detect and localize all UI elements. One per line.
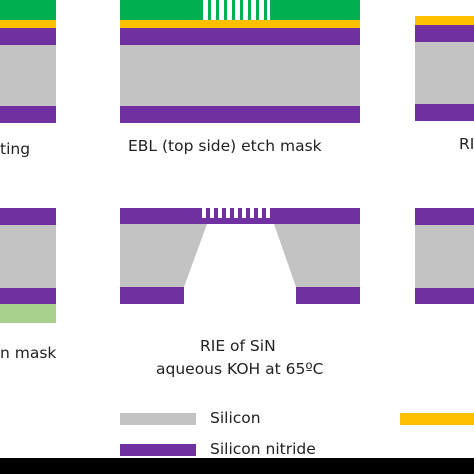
- silicon-right-sidewall: [274, 224, 360, 287]
- grating-line: [224, 0, 227, 20]
- caption-top-left: ting: [0, 140, 31, 158]
- gold-layer: [120, 20, 360, 28]
- grating-line: [206, 208, 210, 218]
- nitride-bottom-left: [120, 287, 184, 304]
- silicon-left-sidewall: [120, 224, 207, 287]
- step-middle-left: [0, 208, 56, 323]
- grating-line: [216, 0, 219, 20]
- grating-line: [240, 0, 243, 20]
- grating-line: [232, 0, 235, 20]
- grating-line: [262, 208, 266, 218]
- nitride-membrane-right: [270, 208, 360, 224]
- nitride-top-layer: [120, 28, 360, 45]
- nitride-top-layer: [0, 28, 56, 45]
- grating-line: [222, 208, 226, 218]
- gold-layer: [415, 16, 474, 25]
- nitride-bottom-layer: [0, 288, 56, 304]
- nitride-bottom-layer: [0, 106, 56, 123]
- legend-swatch-silicon: [120, 413, 196, 425]
- grating-line: [238, 208, 242, 218]
- green-resist-layer: [0, 0, 56, 20]
- caption-ebl-etch-mask: EBL (top side) etch mask: [128, 137, 322, 155]
- silicon-substrate: [0, 45, 56, 106]
- nitride-top-layer: [415, 208, 474, 225]
- nitride-grating: [206, 208, 266, 218]
- grating-line: [246, 208, 250, 218]
- legend: [120, 413, 474, 456]
- step-top-right: [415, 16, 474, 121]
- green-resist-right: [270, 0, 360, 20]
- legend-swatch-gold: [400, 413, 474, 425]
- nitride-bottom-right: [296, 287, 360, 304]
- green-resist-left: [120, 0, 200, 20]
- caption-rie-of-sin: RIE of SiN: [200, 337, 276, 355]
- gold-layer: [0, 20, 56, 28]
- silicon-substrate: [415, 225, 474, 288]
- bottom-band: [0, 458, 474, 474]
- grating-line: [200, 0, 203, 20]
- grating-line: [248, 0, 251, 20]
- nitride-membrane-thin: [202, 218, 270, 224]
- nitride-membrane-left: [120, 208, 202, 224]
- grating-line: [208, 0, 211, 20]
- nitride-top-layer: [0, 208, 56, 225]
- resist-grating: [200, 0, 267, 20]
- legend-label-silicon: Silicon: [210, 409, 261, 427]
- step-rie-koh: [120, 208, 360, 304]
- step-ebl-etch-mask: [120, 0, 360, 123]
- step-middle-right: [415, 208, 474, 304]
- caption-aqueous-koh: aqueous KOH at 65ºC: [156, 360, 324, 378]
- grating-line: [256, 0, 259, 20]
- silicon-substrate: [120, 45, 360, 106]
- nitride-bottom-layer: [415, 288, 474, 304]
- grating-line: [264, 0, 267, 20]
- backside-mask-layer: [0, 304, 56, 323]
- legend-label-silicon-nitride: Silicon nitride: [210, 440, 316, 458]
- silicon-substrate: [415, 42, 474, 104]
- silicon-substrate: [0, 225, 56, 288]
- legend-swatch-silicon-nitride: [120, 444, 196, 456]
- nitride-top-layer: [415, 25, 474, 42]
- caption-top-right: RI: [459, 135, 474, 153]
- grating-line: [254, 208, 258, 218]
- nitride-bottom-layer: [120, 106, 360, 123]
- grating-line: [230, 208, 234, 218]
- step-top-left: [0, 0, 56, 123]
- caption-middle-left: n mask: [0, 344, 57, 362]
- nitride-bottom-layer: [415, 104, 474, 121]
- grating-line: [214, 208, 218, 218]
